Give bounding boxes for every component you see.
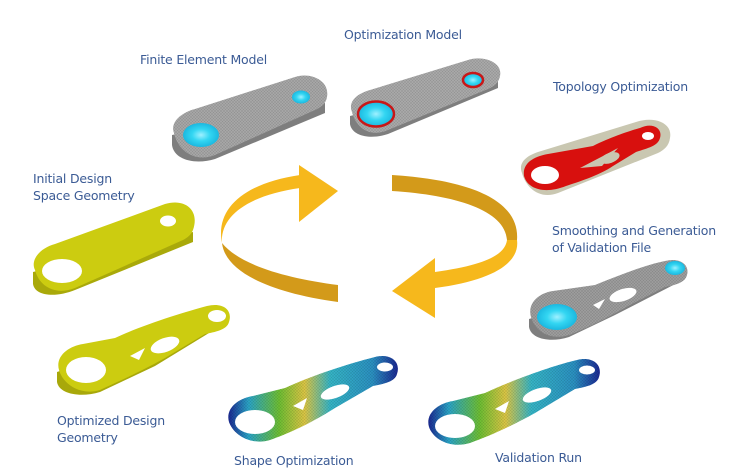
label-line: Topology Optimization (553, 79, 688, 94)
left-arrow-band-front (220, 175, 300, 243)
label-smoothing: Smoothing and Generation of Validation F… (552, 222, 716, 256)
label-line: Shape Optimization (234, 453, 354, 468)
label-line: of Validation File (552, 240, 652, 255)
left-arrow-head (299, 165, 338, 222)
right-arrow-band-front (435, 240, 518, 288)
topology-result-icon (520, 119, 671, 196)
yellow-plate-icon (33, 202, 195, 295)
smoothed-bracket-icon (529, 259, 688, 340)
right-arrow-head (392, 258, 435, 318)
label-line: Space Geometry (33, 188, 135, 203)
label-line: Finite Element Model (140, 52, 267, 67)
label-topology-optimization: Topology Optimization (553, 78, 688, 95)
shape-stress-icon (228, 356, 398, 442)
label-line: Validation Run (495, 450, 582, 465)
optimized-bracket-icon (57, 304, 230, 395)
label-line: Optimization Model (344, 27, 462, 42)
label-validation-run: Validation Run (495, 449, 582, 466)
constrained-plate-icon (350, 58, 501, 137)
label-line: Smoothing and Generation (552, 223, 716, 238)
label-shape-optimization: Shape Optimization (234, 452, 354, 469)
validation-stress-icon (428, 359, 600, 445)
label-line: Initial Design (33, 171, 112, 186)
label-line: Geometry (57, 430, 118, 445)
meshed-plate-icon (172, 75, 328, 162)
left-arrow-band-back (222, 243, 338, 302)
label-optimized-design: Optimized Design Geometry (57, 412, 165, 446)
label-initial-design: Initial Design Space Geometry (33, 170, 135, 204)
label-line: Optimized Design (57, 413, 165, 428)
right-arrow-band-back (392, 175, 518, 240)
label-optimization-model: Optimization Model (344, 26, 462, 43)
label-finite-element-model: Finite Element Model (140, 51, 267, 68)
